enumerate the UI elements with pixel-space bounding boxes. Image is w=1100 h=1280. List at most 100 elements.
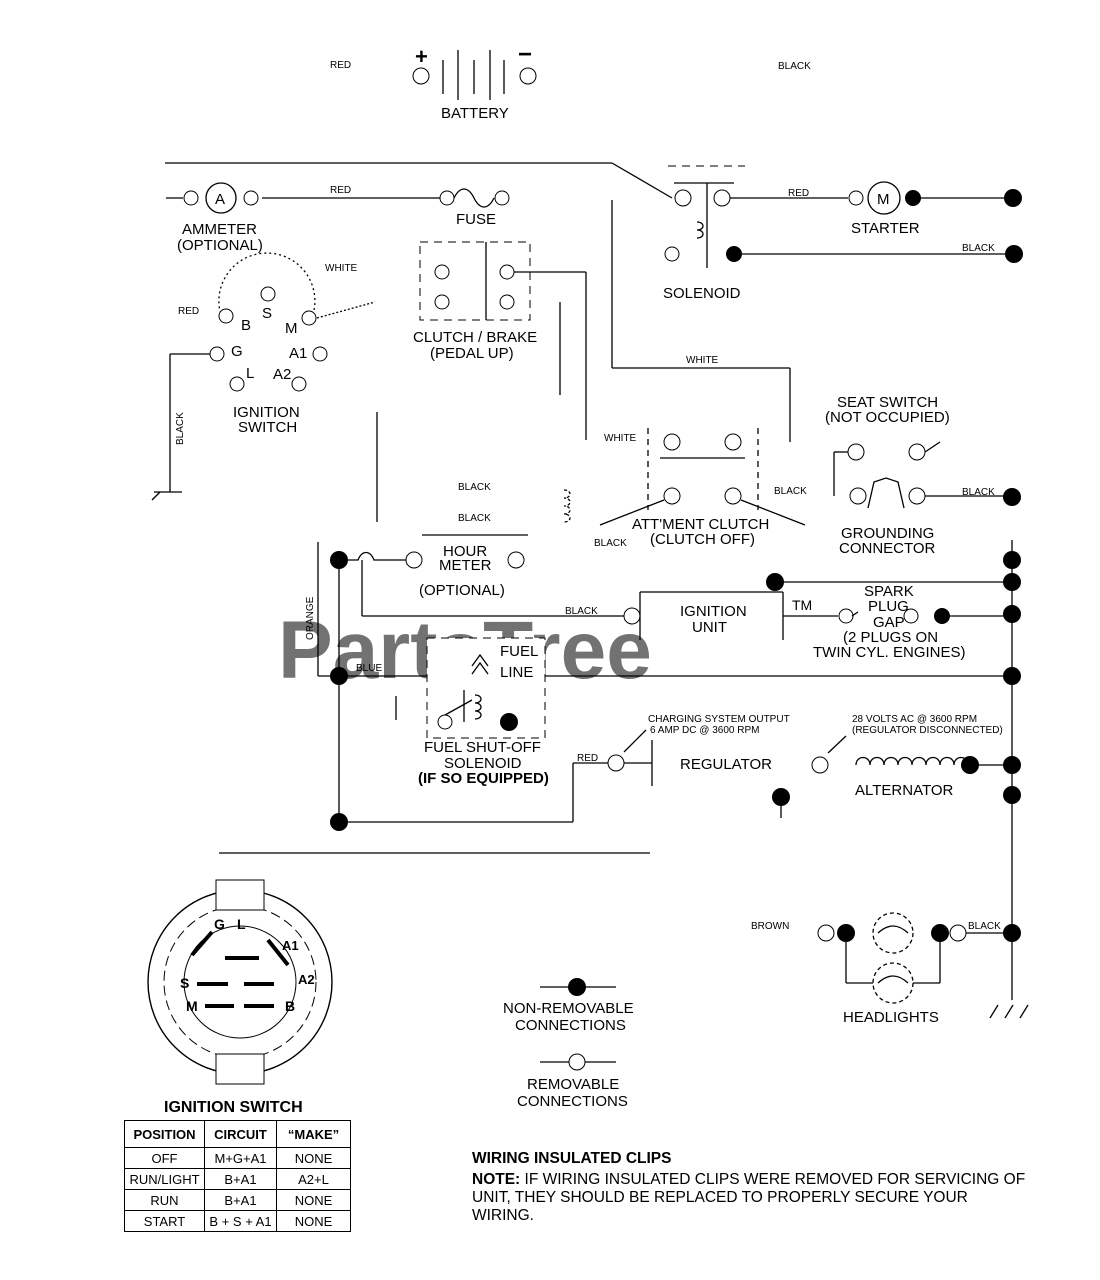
table-cell: B+A1 bbox=[204, 1168, 277, 1190]
headlights-label: HEADLIGHTS bbox=[843, 1009, 939, 1026]
ignition-terminal-l: L bbox=[246, 365, 254, 382]
starter-label: STARTER bbox=[851, 220, 920, 237]
ignition-switch-table: POSITION CIRCUIT “MAKE” OFF M+G+A1 NONE … bbox=[124, 1120, 351, 1232]
switch-detail-terminal-m: M bbox=[186, 998, 198, 1014]
fuse: FUSE bbox=[439, 188, 510, 228]
battery-plus-sign: + bbox=[415, 44, 428, 69]
clutch-brake-label-1: CLUTCH / BRAKE bbox=[413, 329, 537, 346]
switch-detail-title: IGNITION SWITCH bbox=[164, 1099, 303, 1116]
orange-wire-label: ORANGE bbox=[305, 596, 316, 640]
table-cell: START bbox=[124, 1210, 205, 1232]
legend: NON-REMOVABLE CONNECTIONS REMOVABLE CONN… bbox=[503, 978, 634, 1110]
fuel-shutoff-solenoid: FUEL LINE FUEL SHUT-OFF SOLENOID (IF SO … bbox=[418, 637, 549, 787]
fuel-solenoid-label-1: FUEL SHUT-OFF bbox=[424, 739, 541, 756]
regulator-label: REGULATOR bbox=[680, 756, 772, 773]
battery-label: BATTERY bbox=[441, 105, 509, 122]
attment-black-wire-label-right: BLACK bbox=[774, 486, 807, 497]
fuse-label: FUSE bbox=[456, 211, 496, 228]
spark-plug-label-1: SPARK bbox=[864, 583, 914, 600]
grounding-connector-label-2: CONNECTOR bbox=[839, 540, 936, 557]
hour-meter: HOUR METER (OPTIONAL) bbox=[405, 543, 525, 599]
battery-wire-black-label: BLACK bbox=[778, 61, 811, 72]
table-header-make: “MAKE” bbox=[276, 1120, 351, 1148]
fuel-solenoid-label-2: SOLENOID bbox=[444, 755, 522, 772]
ignition-terminal-a2: A2 bbox=[273, 366, 291, 383]
table-cell: OFF bbox=[124, 1147, 205, 1169]
ignition-unit-label-1: IGNITION bbox=[680, 603, 747, 620]
attment-black-wire-label-bottom: BLACK bbox=[594, 538, 627, 549]
ignition-white-wire-label: WHITE bbox=[325, 263, 358, 274]
ignition-switch-label-2: SWITCH bbox=[238, 419, 297, 436]
clutch-brake-label-2: (PEDAL UP) bbox=[430, 345, 514, 362]
black-wire-label-2: BLACK bbox=[458, 513, 491, 524]
ignition-switch-label-1: IGNITION bbox=[233, 404, 300, 421]
ignition-switch-detail: G L A1 S A2 M B IGNITION SWITCH bbox=[147, 879, 333, 1116]
seat-switch-label-2: (NOT OCCUPIED) bbox=[825, 409, 950, 426]
battery-negative-terminal bbox=[519, 67, 537, 85]
table-row: OFF M+G+A1 NONE bbox=[124, 1147, 351, 1169]
attment-clutch-label-1: ATT'MENT CLUTCH bbox=[632, 516, 769, 533]
seat-switch-black-wire-label: BLACK bbox=[962, 487, 995, 498]
headlights: BROWN BLACK HEADLIGHTS bbox=[751, 912, 1012, 1026]
spark-plug-label-3: GAP bbox=[873, 614, 905, 631]
ammeter: A RED AMMETER (OPTIONAL) bbox=[177, 182, 351, 254]
wiring-note: WIRING INSULATED CLIPS NOTE: IF WIRING I… bbox=[472, 1150, 1032, 1225]
table-cell: A2+L bbox=[276, 1168, 351, 1190]
regulator-red-wire-label: RED bbox=[577, 753, 598, 764]
starter-symbol: M bbox=[877, 191, 890, 208]
watermark-tm: TM bbox=[792, 597, 812, 613]
switch-detail-terminal-l: L bbox=[237, 916, 246, 932]
solenoid-label: SOLENOID bbox=[663, 285, 741, 302]
ignition-unit-label-2: UNIT bbox=[692, 619, 727, 636]
grounding-connector-label-1: GROUNDING bbox=[841, 525, 934, 542]
table-header-row: POSITION CIRCUIT “MAKE” bbox=[124, 1120, 351, 1148]
table-cell: NONE bbox=[276, 1189, 351, 1211]
note-heading: WIRING INSULATED CLIPS bbox=[472, 1150, 672, 1167]
alternator: 28 VOLTS AC @ 3600 RPM (REGULATOR DISCON… bbox=[811, 714, 1003, 799]
blue-wire-label: BLUE bbox=[356, 663, 382, 674]
legend-non-removable-1: NON-REMOVABLE bbox=[503, 1000, 634, 1017]
attment-white-wire-label: WHITE bbox=[604, 433, 637, 444]
attachment-clutch-switch: WHITE BLACK BLACK ATT'MENT CLUTCH (CLUTC… bbox=[594, 428, 807, 549]
hour-meter-label-2: METER bbox=[439, 557, 492, 574]
switch-detail-terminal-b: B bbox=[285, 998, 295, 1014]
starter: M STARTER bbox=[848, 181, 921, 237]
legend-removable-1: REMOVABLE bbox=[527, 1076, 619, 1093]
table-header-circuit: CIRCUIT bbox=[204, 1120, 277, 1148]
regulator-output-label-1: CHARGING SYSTEM OUTPUT bbox=[648, 714, 790, 725]
solenoid: SOLENOID bbox=[663, 165, 745, 302]
ignition-terminal-s: S bbox=[262, 305, 272, 322]
fuel-line-label-1: FUEL bbox=[500, 643, 538, 660]
table-cell: NONE bbox=[276, 1210, 351, 1232]
note-prefix: NOTE: bbox=[472, 1171, 521, 1188]
seat-switch: SEAT SWITCH (NOT OCCUPIED) BLACK GROUNDI… bbox=[825, 394, 1012, 557]
switch-detail-terminal-g: G bbox=[214, 916, 225, 932]
battery: RED BLACK + − BATTERY bbox=[330, 41, 811, 122]
alternator-label: ALTERNATOR bbox=[855, 782, 954, 799]
switch-detail-terminal-s: S bbox=[180, 975, 189, 991]
ignition-terminal-m: M bbox=[285, 320, 298, 337]
ammeter-optional-label: (OPTIONAL) bbox=[177, 237, 263, 254]
hour-meter-label-1: HOUR bbox=[443, 543, 487, 560]
spark-plug-label-2: PLUG bbox=[868, 598, 909, 615]
ammeter-wire-label: RED bbox=[330, 185, 351, 196]
table-row: START B + S + A1 NONE bbox=[124, 1210, 351, 1232]
ignition-unit: IGNITION UNIT bbox=[639, 591, 784, 640]
alternator-spec-2: (REGULATOR DISCONNECTED) bbox=[852, 725, 1003, 736]
legend-removable-2: CONNECTIONS bbox=[517, 1093, 628, 1110]
table-cell: RUN bbox=[124, 1189, 205, 1211]
switch-detail-terminal-a2: A2 bbox=[298, 972, 315, 987]
table-row: RUN B+A1 NONE bbox=[124, 1189, 351, 1211]
table-row: RUN/LIGHT B+A1 A2+L bbox=[124, 1168, 351, 1190]
ignition-red-wire-label: RED bbox=[178, 306, 199, 317]
ignition-terminal-g: G bbox=[231, 343, 243, 360]
seat-switch-label-1: SEAT SWITCH bbox=[837, 394, 938, 411]
ignition-black-wire-label: BLACK bbox=[175, 412, 186, 445]
ignition-terminal-a1: A1 bbox=[289, 345, 307, 362]
clutch-brake-switch: CLUTCH / BRAKE (PEDAL UP) bbox=[413, 241, 537, 362]
spark-plug: SPARK PLUG GAP (2 PLUGS ON TWIN CYL. ENG… bbox=[813, 583, 966, 661]
white-wire-label: WHITE bbox=[686, 355, 719, 366]
ammeter-symbol: A bbox=[215, 191, 225, 208]
ammeter-label: AMMETER bbox=[182, 221, 257, 238]
